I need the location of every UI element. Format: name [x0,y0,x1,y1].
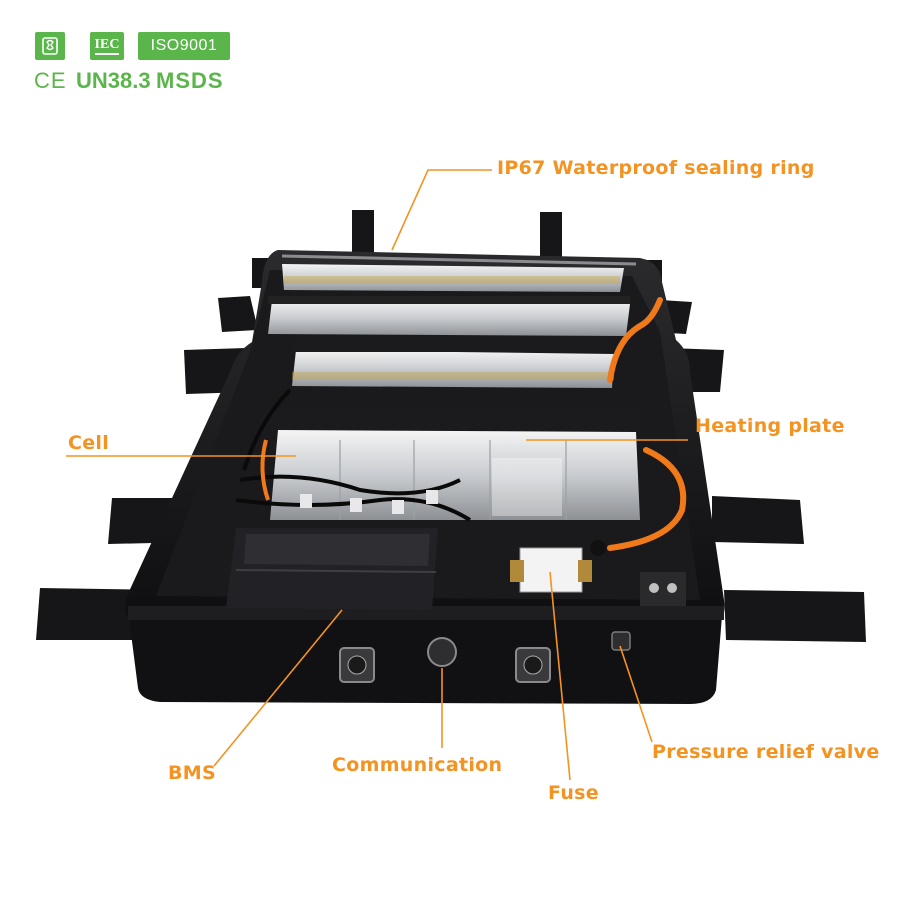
ce-mark: CE [34,68,67,93]
bms-box [226,528,438,610]
leader-pressure-valve [619,645,653,743]
iec-underline [95,53,119,55]
iec-label: IEC [94,37,120,52]
leader-bms [213,609,343,767]
label-bms: BMS [168,762,216,784]
tray-front-wall [128,610,722,704]
connector-tags [300,490,438,514]
cell-row-1 [282,264,624,292]
terminal-block [640,572,686,606]
label-fuse: Fuse [548,782,599,804]
label-cell: Cell [68,432,110,454]
rohs-badge [35,32,65,60]
label-pressure-valve: Pressure relief valve [652,741,880,763]
label-sealing-ring: IP67 Waterproof sealing ring [497,157,815,179]
msds-mark: MSDS [156,68,224,93]
leader-lines [66,169,688,781]
leaf-recycle-icon [42,37,58,55]
leader-fuse [549,571,571,781]
iso9001-badge: ISO9001 [138,32,230,60]
wiring-harness [235,388,472,522]
front-connectors [339,631,631,683]
fuse-assembly [510,540,606,593]
iso9001-label: ISO9001 [150,37,218,54]
un383-mark: UN38.3 [76,68,151,93]
label-heating-plate: Heating plate [695,415,845,437]
hv-cable [607,297,687,551]
label-communication: Communication [332,754,503,776]
cell-row-4 [262,408,640,520]
cell-row-3 [292,338,614,388]
leader-sealing-ring [391,169,492,251]
iec-badge: IEC [90,32,124,60]
cell-row-2 [268,296,630,336]
sealing-ring [281,254,637,266]
